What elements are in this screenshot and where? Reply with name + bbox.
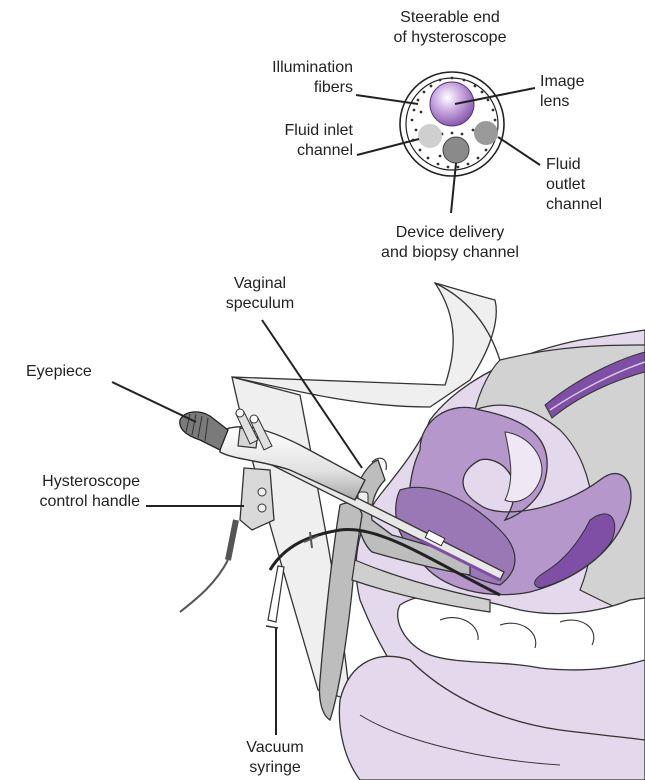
control-button-1 bbox=[258, 488, 266, 496]
label-image-lens: Image lens bbox=[540, 72, 620, 112]
label-illumination-fibers: Illumination fibers bbox=[210, 58, 353, 98]
port-cap-2 bbox=[250, 415, 258, 423]
label-control-handle: Hysteroscope control handle bbox=[0, 472, 140, 512]
label-device-delivery: Device delivery and biopsy channel bbox=[350, 223, 550, 263]
fluid-outlet-channel bbox=[474, 121, 498, 145]
image-lens bbox=[430, 82, 474, 126]
label-fluid-outlet: Fluid outlet channel bbox=[546, 155, 626, 215]
syringe-barrel bbox=[268, 566, 284, 622]
port-cap-1 bbox=[236, 409, 244, 417]
cable-connector bbox=[228, 520, 236, 560]
label-eyepiece: Eyepiece bbox=[26, 362, 136, 382]
control-handle-grip bbox=[240, 468, 274, 530]
label-fluid-inlet: Fluid inlet channel bbox=[222, 121, 353, 161]
label-vaginal-speculum: Vaginal speculum bbox=[200, 274, 320, 314]
cable bbox=[180, 560, 228, 612]
fluid-inlet-channel bbox=[418, 124, 442, 148]
control-button-2 bbox=[258, 504, 266, 512]
anatomy-illustration bbox=[180, 283, 645, 780]
device-delivery-channel bbox=[443, 137, 469, 163]
syringe-plunger bbox=[266, 626, 278, 628]
label-vacuum-syringe: Vacuum syringe bbox=[220, 738, 330, 778]
scope-cross-section bbox=[356, 72, 540, 213]
label-steerable-end: Steerable end of hysteroscope bbox=[370, 8, 530, 48]
vacuum-syringe bbox=[266, 566, 284, 628]
